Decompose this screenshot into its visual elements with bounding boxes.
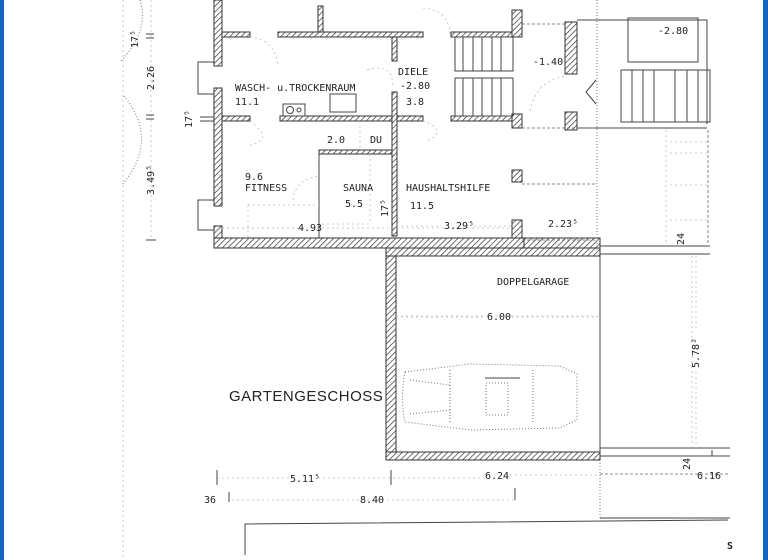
level-stair-landing: -1.40 [533, 57, 563, 68]
door-swings [249, 7, 566, 201]
dim-4-93: 4.93 [298, 223, 322, 234]
dim-6-24: 6.24 [485, 471, 509, 482]
room-area-wasch: 11.1 [235, 97, 259, 108]
room-label-haushaltshilfe: HAUSHALTSHILFE [406, 183, 490, 194]
room-label-diele: DIELE [398, 67, 428, 78]
bottom-dimension-chain [216, 470, 729, 555]
entry-area [522, 0, 710, 255]
window-border-left [0, 0, 4, 560]
walls [213, 0, 601, 461]
room-label-doppelgarage: DOPPELGARAGE [497, 277, 569, 288]
dim-left-17-mid: 17⁵ [184, 110, 195, 128]
garden-planting-arcs [119, 0, 143, 560]
inner-dimension-lines [222, 225, 697, 448]
dim-8-40: 8.40 [360, 495, 384, 506]
window-border-right [763, 0, 768, 560]
dim-24-top: 24 [676, 233, 687, 245]
room-area-sauna: 5.5 [345, 199, 363, 210]
dim-garage-6-00: 6.00 [487, 312, 511, 323]
dim-17-haus: 17⁵ [380, 199, 391, 217]
room-label-fitness: FITNESS [245, 183, 287, 194]
staircase [454, 36, 711, 123]
garage-area [396, 256, 730, 520]
dim-5-78: 5.78² [691, 338, 702, 368]
left-dimension-chain [146, 0, 214, 241]
edge-glyph: S [727, 541, 733, 552]
dim-2-23: 2.23⁵ [548, 219, 578, 230]
dim-left-3-49: 3.49⁵ [146, 165, 157, 195]
room-area-diele: 3.8 [406, 97, 424, 108]
dim-left-17-top: 17⁵ [130, 30, 141, 48]
room-area-haushaltshilfe: 11.5 [410, 201, 434, 212]
window-bays [197, 61, 214, 231]
dim-36: 36 [204, 495, 216, 506]
room-label-wasch: WASCH- u.TROCKENRAUM [235, 83, 355, 94]
room-level-diele: -2.80 [400, 81, 430, 92]
floor-title: GARTENGESCHOSS [229, 388, 383, 405]
dim-24-bottom: 24 [682, 458, 693, 470]
room-area-fitness: 9.6 [245, 172, 263, 183]
car-icon [402, 363, 578, 431]
room-area-du: 2.0 [327, 135, 345, 146]
dim-5-11: 5.11⁵ [290, 474, 320, 485]
dim-3-29: 3.29⁵ [444, 221, 474, 232]
level-entry-top-right: -2.80 [658, 26, 688, 37]
dim-6-16: 6.16 [697, 471, 721, 482]
interior-lines [222, 93, 512, 238]
room-label-sauna: SAUNA [343, 183, 373, 194]
room-label-du: DU [370, 135, 382, 146]
dim-left-2-26: 2.26 [146, 66, 157, 90]
